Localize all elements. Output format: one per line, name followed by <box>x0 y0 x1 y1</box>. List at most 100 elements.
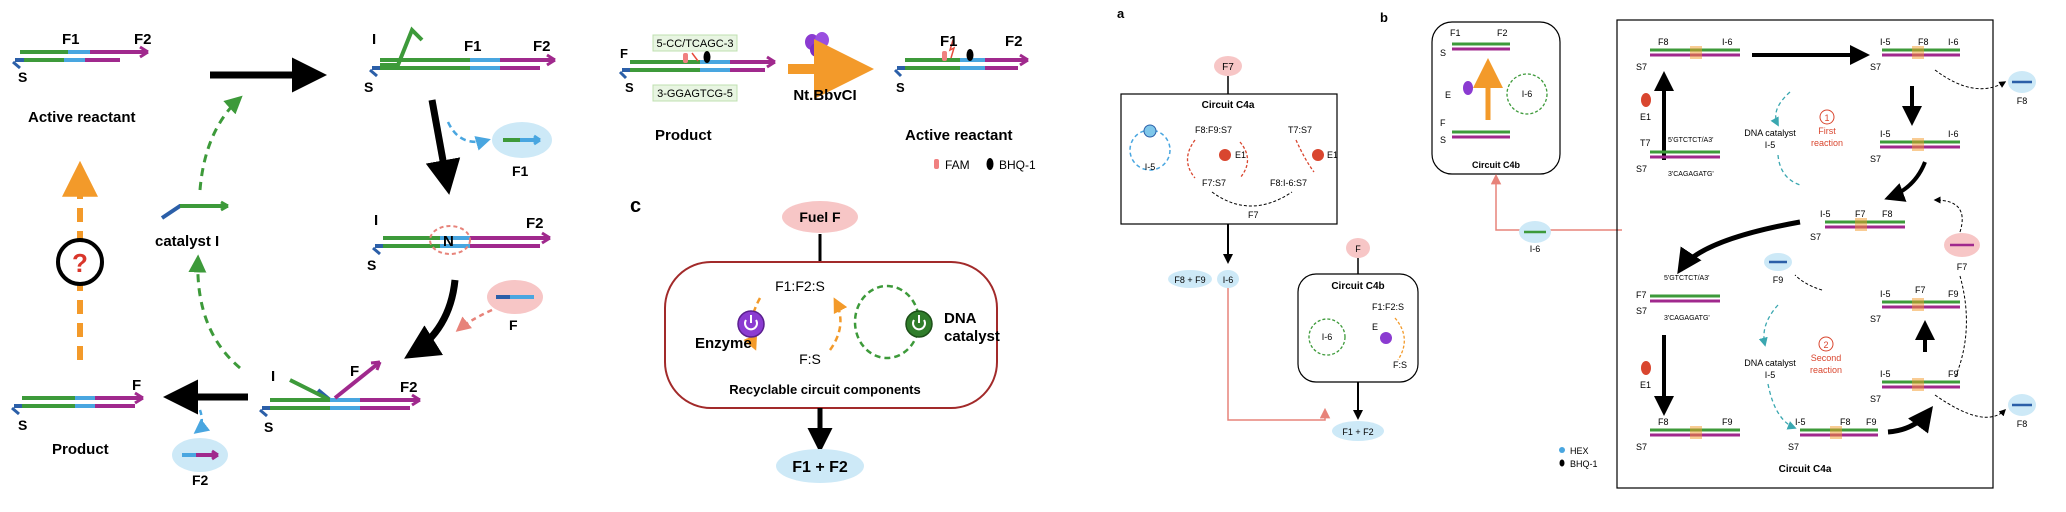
panel-left: F1 F2 S Active reactant I F1 F2 S F <box>11 26 556 488</box>
b-f9-6: F9 <box>1948 369 1959 379</box>
nicking-enzyme-icon <box>805 32 829 57</box>
a-f7-bottom: F7 <box>1248 210 1259 220</box>
b-seq1-2: 5'GTCTCT/A3' <box>1664 275 1709 282</box>
label-f-2: F <box>350 363 359 380</box>
b-f9-5: F9 <box>1948 289 1959 299</box>
a-f1f2-bubble <box>1332 421 1384 441</box>
b-f7-bubble-label: F7 <box>1957 262 1968 272</box>
a-i5: I-5 <box>1145 162 1156 172</box>
b-f7-5b: F7 <box>1915 285 1926 295</box>
inset-f2: F2 <box>1497 28 1508 38</box>
b-i5-8: I-5 <box>1795 417 1806 427</box>
f7-bubble <box>1214 56 1242 76</box>
b-dna-catalyst-1: DNA catalyst <box>1744 128 1796 138</box>
b-seq1-1: 5'GTCTCT/A3' <box>1668 137 1713 144</box>
inset-e: E <box>1445 90 1451 100</box>
b-dna-catalyst-2: DNA catalyst <box>1744 358 1796 368</box>
b-i5-4: I-5 <box>1820 209 1831 219</box>
nick-label-s: S <box>625 80 634 95</box>
seq-bottom: 3-GGAGTCG-5 <box>657 88 733 100</box>
fs-label: F:S <box>799 351 821 367</box>
label-f: F <box>509 317 518 333</box>
a-t7s7: T7:S7 <box>1288 125 1312 135</box>
a-f: F <box>1355 244 1361 254</box>
f-bubble-a <box>1346 238 1370 258</box>
b-e1-2: E1 <box>1640 380 1651 390</box>
b-s7-10: S7 <box>1788 442 1799 452</box>
b-f7-5: F7 <box>1636 290 1647 300</box>
nick-active-label: Active reactant <box>905 127 1013 144</box>
nick-label-f1: F1 <box>940 33 958 50</box>
label-i: I <box>372 31 376 48</box>
b-s7-1: S7 <box>1636 62 1647 72</box>
b-i5-cat-2: I-5 <box>1765 370 1776 380</box>
a-e1: E1 <box>1235 150 1246 160</box>
seq-top: 5-CC/TCAGC-3 <box>656 38 733 50</box>
b-duplex-1 <box>1650 46 1740 59</box>
catalyst-c-label: catalyst <box>944 328 1000 345</box>
nick-label-s2: S <box>896 80 905 95</box>
a-f8i6s7: F8:I-6:S7 <box>1270 178 1307 188</box>
label-f-3: F <box>132 377 141 394</box>
b-i6-2: I-6 <box>1948 37 1959 47</box>
b-hex: HEX <box>1570 446 1589 456</box>
label-s-5: S <box>18 417 27 433</box>
b-f9-8: F9 <box>1866 417 1877 427</box>
label-f1: F1 <box>62 31 80 48</box>
recyclable-box <box>664 261 998 409</box>
fam-icon <box>934 159 939 169</box>
b-i6-1: I-6 <box>1722 37 1733 47</box>
c4b-i6: I-6 <box>1322 332 1333 342</box>
label-f2: F2 <box>134 31 152 48</box>
b-second-1: Second <box>1811 353 1842 363</box>
complex-label: F1:F2:S <box>775 278 825 294</box>
f1f2-label: F1 + F2 <box>792 459 848 476</box>
b-duplex-4 <box>1825 218 1905 231</box>
b-f8-8: F8 <box>1840 417 1851 427</box>
label-n: N <box>443 233 454 250</box>
b-i5-cat-1: I-5 <box>1765 140 1776 150</box>
b-f8-4: F8 <box>1882 209 1893 219</box>
fuel-displacement-duplex <box>259 360 421 418</box>
bhq-icon <box>986 158 994 170</box>
b-s7-4: S7 <box>1870 154 1881 164</box>
bhq-icon-b <box>1559 459 1565 467</box>
dna-label: DNA <box>944 310 977 327</box>
b-duplex-6 <box>1882 378 1960 391</box>
c4b-complex: F1:F2:S <box>1372 302 1404 312</box>
product-label: Product <box>52 441 109 458</box>
b-i6-3: I-6 <box>1948 129 1959 139</box>
b-i5-2: I-5 <box>1880 37 1891 47</box>
b-first-1: First <box>1818 126 1836 136</box>
nick-product-label: Product <box>655 127 712 144</box>
inset-title: Circuit C4b <box>1472 160 1521 170</box>
inset-f: F <box>1440 118 1446 128</box>
f1f2-bubble <box>776 449 864 483</box>
enzyme-c-label: Enzyme <box>695 335 752 352</box>
b-f7-4: F7 <box>1855 209 1866 219</box>
product-duplex-nick <box>618 51 776 80</box>
inset-i6: I-6 <box>1522 89 1533 99</box>
label-i-3: I <box>271 368 275 385</box>
fuel-f-bubble <box>782 201 858 233</box>
circuit-c4a-panel-box <box>1616 19 1994 489</box>
a-out-f8f9: F8 + F9 <box>1174 275 1205 285</box>
a-f8f9s7: F8:F9:S7 <box>1195 125 1232 135</box>
b-f8-bubble-label-2: F8 <box>2017 419 2028 429</box>
b-f9-bubble-label: F9 <box>1773 275 1784 285</box>
panel-a-label: a <box>1117 6 1125 21</box>
b-s7-9: S7 <box>1636 442 1647 452</box>
b-s7-5: S7 <box>1810 232 1821 242</box>
arrow-down-1 <box>425 99 461 195</box>
b-second-num: 2 <box>1823 340 1828 350</box>
question-circle <box>56 238 104 286</box>
inset-s-2: S <box>1440 135 1446 145</box>
b-t7: T7 <box>1640 138 1651 148</box>
b-c4a-title: Circuit C4a <box>1779 464 1832 475</box>
panel-c-label: c <box>630 195 641 217</box>
label-s: S <box>18 69 27 85</box>
b-f8-7: F8 <box>1658 417 1669 427</box>
label-s-4: S <box>264 419 273 435</box>
panel-b-label: b <box>1380 10 1388 25</box>
